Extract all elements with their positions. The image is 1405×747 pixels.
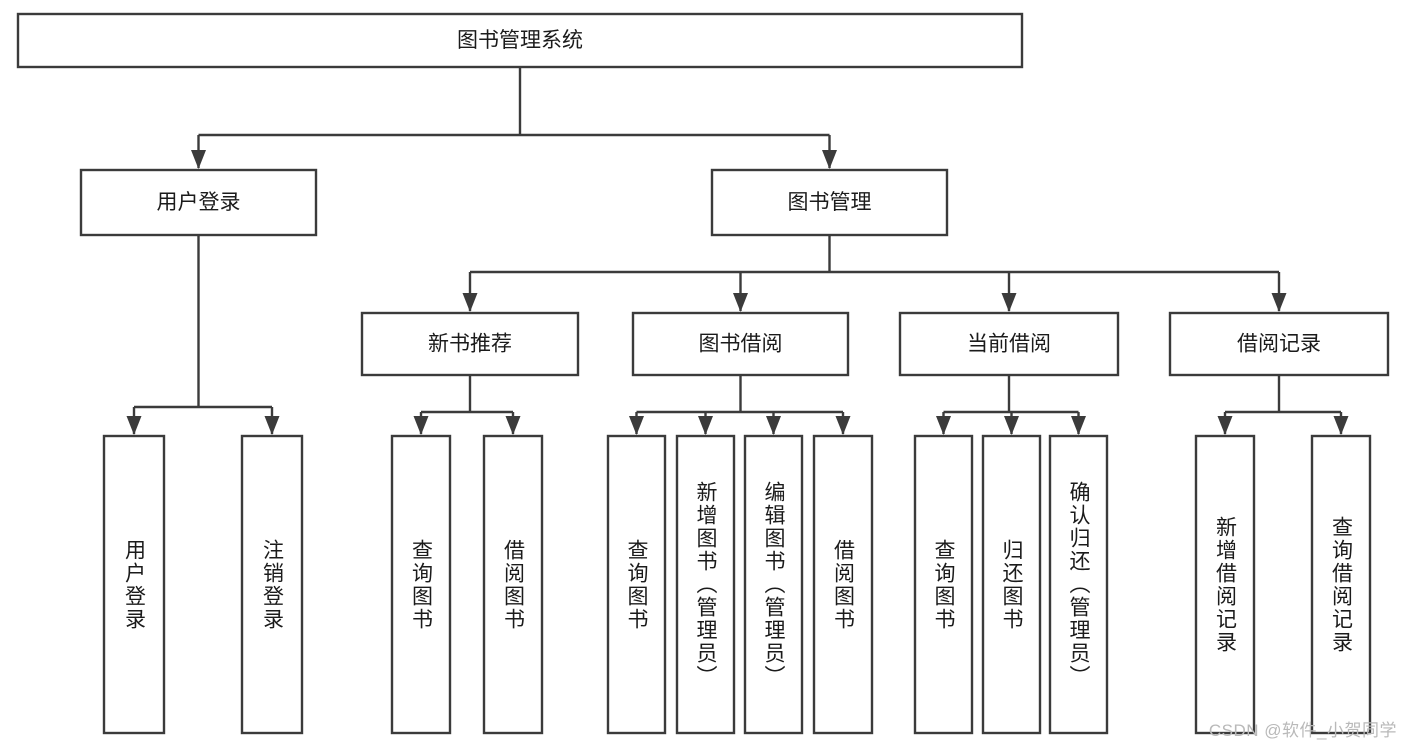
arrow-head-icon [1001, 293, 1017, 312]
node-box-user-login[interactable] [79, 168, 318, 237]
arrow-head-icon [1271, 293, 1287, 312]
arrow-head-icon [698, 416, 713, 435]
node-label-user-login: 用户登录 [157, 191, 241, 214]
arrow-head-icon [629, 416, 644, 435]
node-box-borrow-record[interactable] [1168, 311, 1390, 377]
node-box-leaf-borrow-book-rec[interactable] [482, 434, 544, 735]
node-box-leaf-user-login[interactable] [102, 434, 166, 735]
node-box-leaf-add-record[interactable] [1194, 434, 1256, 735]
node-box-leaf-query-book-borrow[interactable] [606, 434, 667, 735]
arrow-head-icon [936, 416, 951, 435]
arrow-head-icon [505, 416, 521, 435]
node-box-leaf-borrow-book[interactable] [812, 434, 874, 735]
arrow-head-icon [822, 150, 837, 169]
node-label-root: 图书管理系统 [457, 29, 583, 52]
node-box-leaf-edit-book[interactable] [743, 434, 804, 735]
node-box-new-book-recommend[interactable] [360, 311, 580, 377]
csdn-watermark: CSDN @软件_小贺同学 [1208, 721, 1397, 740]
arrow-head-icon [1071, 416, 1086, 435]
node-box-book-borrow[interactable] [631, 311, 850, 377]
node-box-leaf-query-book-rec[interactable] [390, 434, 452, 735]
node-box-leaf-query-record[interactable] [1310, 434, 1372, 735]
arrow-head-icon [191, 150, 206, 169]
node-box-current-borrow[interactable] [898, 311, 1120, 377]
node-box-leaf-user-logout[interactable] [240, 434, 304, 735]
arrow-head-icon [413, 416, 429, 435]
node-label-book-manage: 图书管理 [788, 191, 872, 214]
arrow-head-icon [733, 293, 748, 312]
arrow-head-icon [126, 416, 142, 435]
arrow-head-icon [766, 416, 781, 435]
node-box-leaf-query-book-cur[interactable] [913, 434, 974, 735]
arrow-head-icon [264, 416, 280, 435]
arrow-head-icon [1004, 416, 1019, 435]
node-box-root[interactable] [16, 12, 1024, 69]
node-label-book-borrow: 图书借阅 [699, 333, 783, 356]
node-box-book-manage[interactable] [710, 168, 949, 237]
boxes-layer [16, 12, 1390, 735]
node-label-current-borrow: 当前借阅 [967, 333, 1051, 356]
node-box-leaf-add-book[interactable] [675, 434, 736, 735]
arrow-head-icon [1333, 416, 1349, 435]
node-box-leaf-return-book[interactable] [981, 434, 1042, 735]
arrow-head-icon [835, 416, 851, 435]
node-label-borrow-record: 借阅记录 [1237, 333, 1321, 356]
node-label-new-book-recommend: 新书推荐 [428, 333, 512, 356]
arrow-head-icon [1217, 416, 1233, 435]
node-box-leaf-confirm-return[interactable] [1048, 434, 1109, 735]
connectors-layer [126, 67, 1349, 435]
arrow-head-icon [462, 293, 478, 312]
